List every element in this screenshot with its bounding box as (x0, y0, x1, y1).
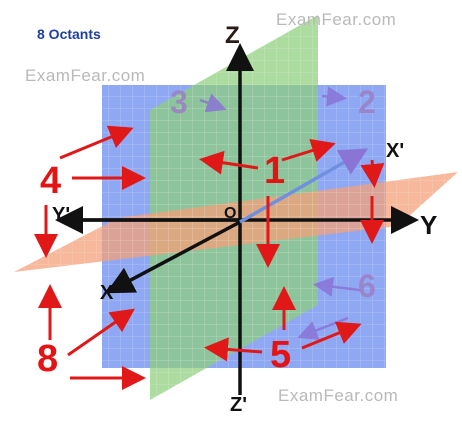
x-neg-axis-label: X' (386, 140, 405, 162)
y-axis-label: Y (420, 210, 438, 240)
diagram-title: 8 Octants (37, 26, 101, 42)
watermark-bottom: ExamFear.com (278, 386, 399, 405)
faint-arrows (199, 86, 361, 340)
x-axis-label: X (100, 282, 114, 304)
watermark-top: ExamFear.com (276, 10, 397, 29)
x-axis (105, 220, 241, 294)
octant-3-label: 3 (170, 84, 188, 120)
z-axis-label: Z (225, 22, 240, 49)
z-neg-axis-label: Z' (230, 394, 247, 416)
octant-2-label: 2 (358, 84, 376, 120)
watermark-left: ExamFear.com (25, 66, 146, 85)
y-neg-axis-label: Y' (52, 204, 71, 226)
octant-4-label: 4 (40, 160, 62, 202)
origin-label: O (224, 205, 237, 222)
octant-arrows (34, 125, 385, 390)
octant-1-label: 1 (264, 150, 286, 192)
octant-8-label: 8 (37, 338, 59, 380)
octant-6-label: 6 (358, 268, 376, 304)
x-neg-axis (239, 148, 369, 224)
xy-plane (14, 172, 458, 272)
axes (55, 43, 419, 395)
octant-5-label: 5 (270, 334, 292, 376)
